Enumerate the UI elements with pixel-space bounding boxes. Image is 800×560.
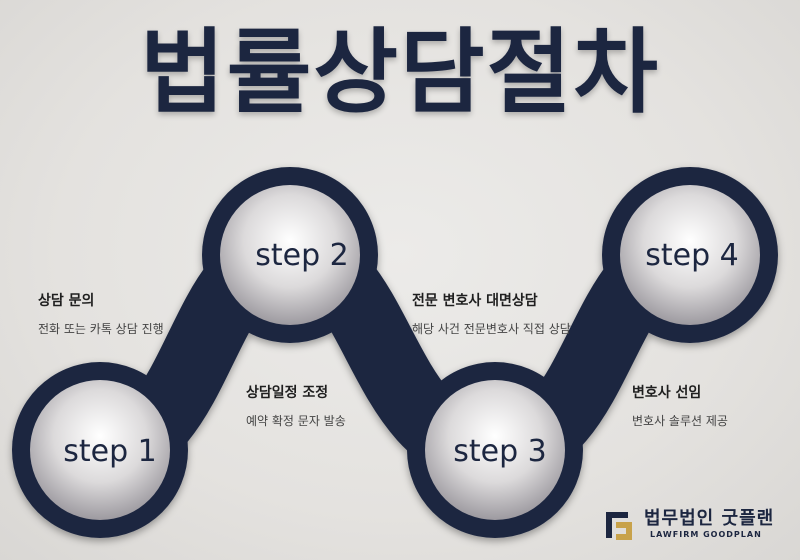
step-2-description: 상담일정 조정 예약 확정 문자 발송	[246, 382, 346, 429]
step-4-label: step 4	[645, 238, 739, 273]
step-3-subtext: 해당 사건 전문변호사 직접 상담	[412, 322, 571, 336]
brand-logo: 법무법인 굿플랜 LAWFIRM GOODPLAN	[604, 504, 786, 548]
step-3-label: step 3	[453, 434, 547, 469]
step-2-label: step 2	[255, 238, 349, 273]
step-1-description: 상담 문의 전화 또는 카톡 상담 진행	[38, 290, 164, 337]
step-3-disc	[425, 380, 565, 520]
brand-mark-icon	[606, 512, 632, 540]
step-3-description: 전문 변호사 대면상담 해당 사건 전문변호사 직접 상담	[412, 290, 571, 337]
step-3-heading: 전문 변호사 대면상담	[412, 293, 538, 309]
step-1-label: step 1	[63, 434, 157, 469]
step-1-subtext: 전화 또는 카톡 상담 진행	[38, 322, 164, 336]
brand-name-english: LAWFIRM GOODPLAN	[650, 530, 762, 539]
step-2-subtext: 예약 확정 문자 발송	[246, 414, 346, 428]
step-4-heading: 변호사 선임	[632, 385, 702, 401]
brand-name-korean: 법무법인 굿플랜	[644, 508, 775, 529]
step-1-disc	[30, 380, 170, 520]
step-4-disc	[620, 185, 760, 325]
step-1-heading: 상담 문의	[38, 293, 95, 309]
step-4-description: 변호사 선임 변호사 솔루션 제공	[632, 382, 728, 429]
step-2-heading: 상담일정 조정	[246, 385, 329, 401]
step-4-subtext: 변호사 솔루션 제공	[632, 414, 728, 428]
page-title: 법률상담절차	[140, 19, 660, 126]
step-2-disc	[220, 185, 360, 325]
